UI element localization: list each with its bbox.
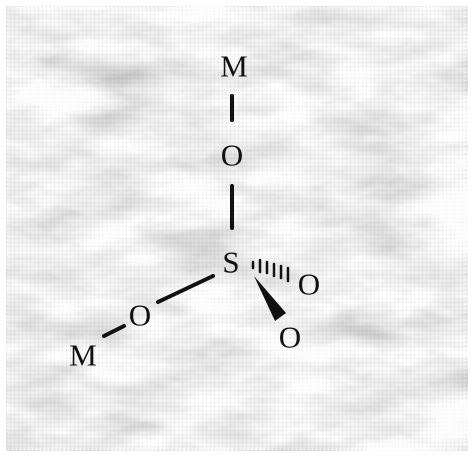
paper-grain xyxy=(6,6,468,451)
atom-metal-left: M xyxy=(69,338,97,373)
wedge-bond xyxy=(254,276,286,321)
hashed-bond xyxy=(251,258,290,283)
bond-oxygen-metal-left xyxy=(102,324,126,338)
bond-sulfur-oxygen-left xyxy=(156,274,215,304)
atom-oxygen-left: O xyxy=(129,298,151,333)
atom-oxygen-top: O xyxy=(221,138,243,173)
atom-oxygen-hashed: O xyxy=(298,267,320,302)
atom-metal-top: M xyxy=(220,49,248,84)
atom-oxygen-wedge: O xyxy=(279,320,301,355)
atom-sulfur: S xyxy=(222,245,239,280)
